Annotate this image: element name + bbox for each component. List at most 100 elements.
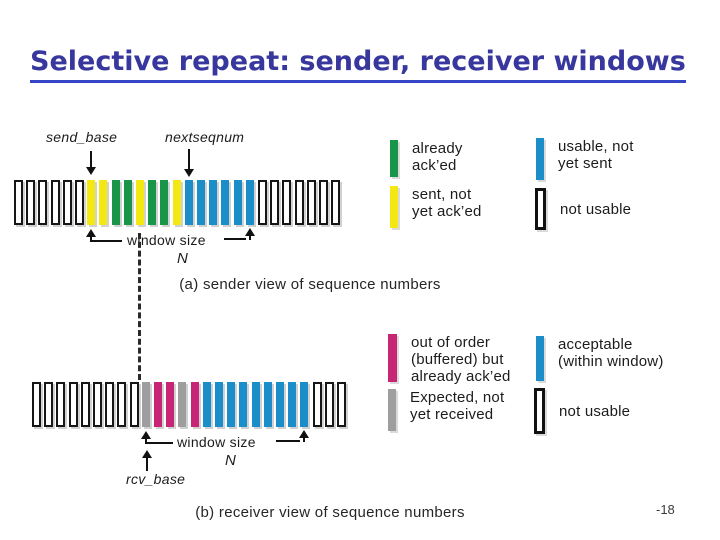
seq-slot-usable — [209, 180, 218, 225]
seq-slot-not_usable — [117, 382, 127, 427]
rcv-base-arrowhead-icon — [142, 450, 152, 458]
acceptable-swatch-icon — [536, 336, 544, 381]
rcv-window-left-stem — [145, 438, 147, 444]
seq-slot-not_usable — [44, 382, 54, 427]
seq-slot-not_usable — [93, 382, 102, 427]
seq-slot-buffered — [154, 382, 162, 427]
legend-line: not usable — [560, 200, 632, 218]
seq-slot-buffered — [190, 382, 199, 427]
legend-line: acceptable — [558, 336, 633, 353]
window-left-line — [92, 240, 122, 242]
legend-line: sent, not — [412, 186, 472, 203]
seq-slot-not_usable — [319, 180, 328, 225]
legend-line: usable, not — [558, 138, 634, 155]
rcv-window-right-stem — [303, 437, 305, 442]
legend-line: already ack’ed — [411, 368, 511, 385]
expected-swatch-icon — [388, 389, 396, 431]
window-left-stem — [90, 236, 92, 242]
send-base-arrowhead-icon — [86, 167, 96, 175]
seq-slot-not_usable — [337, 382, 346, 427]
send-base-arrow — [90, 151, 92, 167]
sender-caption: (a) sender view of sequence numbers — [179, 276, 441, 293]
seq-slot-acceptable — [251, 382, 260, 427]
seq-slot-sent — [136, 180, 144, 225]
seq-slot-acked — [148, 180, 157, 225]
seq-slot-not_usable — [324, 382, 334, 427]
seq-slot-not_usable — [331, 180, 341, 225]
window-right-arrowhead-icon — [245, 228, 255, 236]
rcv-window-left-arrowhead-icon — [141, 431, 151, 439]
rcv-window-left-line — [147, 442, 173, 444]
legend-item-acceptable: acceptable(within window) — [536, 336, 664, 381]
legend-line: ack’ed — [412, 157, 457, 174]
legend-item-not-usable: not usable — [535, 188, 631, 230]
seq-slot-acceptable — [215, 382, 223, 427]
seq-slot-not_usable — [32, 382, 41, 427]
not-usable-swatch-icon — [534, 388, 545, 434]
sender-window-n-label: N — [177, 250, 188, 267]
seq-slot-usable — [221, 180, 230, 225]
acked-swatch-icon — [390, 140, 398, 177]
seq-slot-usable — [245, 180, 254, 225]
sent-swatch-icon — [390, 186, 398, 228]
seq-slot-not_usable — [306, 180, 316, 225]
seq-slot-not_usable — [312, 382, 322, 427]
legend-label: not usable — [560, 201, 631, 218]
seq-slot-sent — [172, 180, 181, 225]
seq-slot-acceptable — [263, 382, 272, 427]
legend-line: already — [412, 140, 463, 157]
legend-line: Expected, not — [410, 389, 505, 406]
seq-slot-not_usable — [258, 180, 267, 225]
window-right-stem — [249, 235, 251, 240]
send-base-alignment-dashed-line — [138, 233, 141, 380]
seq-slot-acceptable — [288, 382, 297, 427]
seq-slot-acceptable — [227, 382, 236, 427]
seq-slot-not_usable — [294, 180, 304, 225]
receiver-window-n-label: N — [225, 452, 236, 469]
rcv-base-arrow — [146, 457, 148, 471]
buffered-swatch-icon — [388, 334, 397, 382]
seq-slot-not_usable — [105, 382, 115, 427]
seq-slot-acceptable — [300, 382, 309, 427]
legend-line: (buffered) but — [411, 351, 504, 368]
seq-slot-not_usable — [38, 180, 48, 225]
nextseqnum-arrow — [188, 149, 190, 169]
seq-slot-acked — [111, 180, 120, 225]
seq-slot-expected — [141, 382, 150, 427]
receiver-window-size-label: window size — [177, 434, 256, 450]
legend-item-not-usable: not usable — [534, 388, 630, 434]
seq-slot-acceptable — [239, 382, 248, 427]
not-usable-swatch-icon — [535, 188, 546, 230]
usable-swatch-icon — [536, 138, 544, 180]
legend-line: (within window) — [558, 353, 664, 370]
seq-slot-sent — [99, 180, 108, 225]
send-base-label: send_base — [46, 129, 118, 145]
rcv-window-right-arrowhead-icon — [299, 430, 309, 438]
seq-slot-sent — [87, 180, 96, 225]
seq-slot-not_usable — [80, 382, 90, 427]
seq-slot-usable — [184, 180, 193, 225]
receiver-caption: (b) receiver view of sequence numbers — [195, 504, 465, 521]
rcv-base-label: rcv_base — [126, 471, 186, 487]
legend-label: not usable — [559, 403, 630, 420]
window-right-line — [224, 238, 246, 240]
page-title: Selective repeat: sender, receiver windo… — [30, 46, 686, 83]
legend-line: out of order — [411, 334, 491, 351]
seq-slot-acked — [160, 180, 169, 225]
seq-slot-not_usable — [62, 180, 72, 225]
seq-slot-acked — [123, 180, 132, 225]
nextseqnum-arrowhead-icon — [184, 169, 194, 177]
sender-window-size-label: window size — [127, 232, 206, 248]
legend-line: yet ack’ed — [412, 203, 482, 220]
seq-slot-acceptable — [276, 382, 284, 427]
